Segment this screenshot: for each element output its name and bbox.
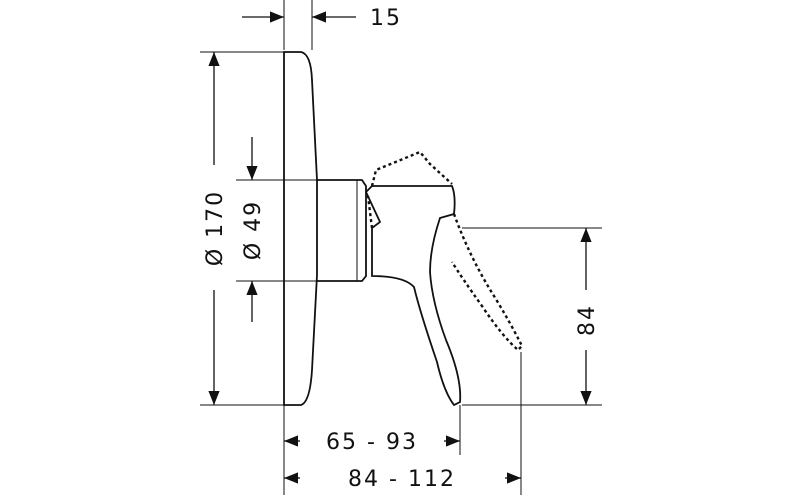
valve-body <box>317 179 367 282</box>
dim-label-diameter-170: Ø 170 <box>203 190 228 266</box>
dim-label-84-112: 84 - 112 <box>348 467 456 492</box>
dim-label-15: 15 <box>370 6 402 31</box>
lever-handle-alternate <box>366 150 524 352</box>
dim-label-65-93: 65 - 93 <box>326 430 418 455</box>
lever-handle <box>364 185 462 407</box>
dim-label-84-vertical: 84 <box>575 304 600 336</box>
rosette-plate <box>283 51 318 406</box>
dim-label-diameter-49: Ø 49 <box>241 200 266 260</box>
